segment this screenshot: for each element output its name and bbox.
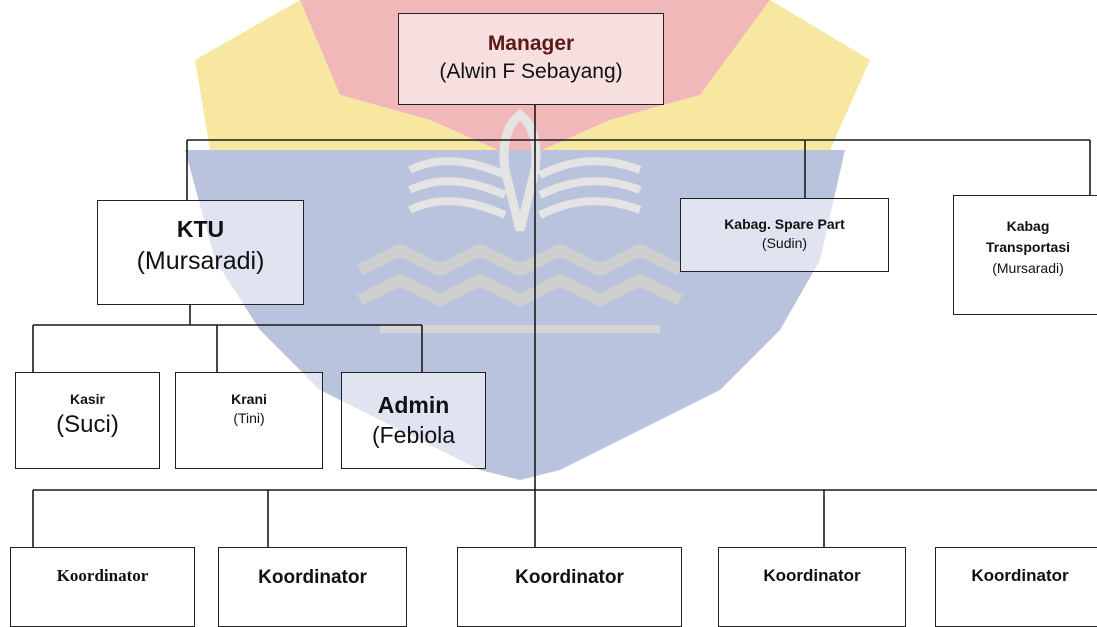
- krani-name: (Tini): [233, 410, 265, 426]
- manager-title: Manager: [487, 32, 575, 55]
- koordinator-box-4: Koordinator: [718, 547, 906, 627]
- transportasi-box: Kabag Transportasi (Mursaradi): [953, 195, 1097, 315]
- ktu-name: (Mursaradi): [136, 247, 265, 275]
- watermark-wave-icon: [357, 243, 683, 307]
- admin-title: Admin: [377, 392, 450, 418]
- koordinator-title-3: Koordinator: [515, 567, 624, 588]
- watermark-yellow-band: [195, 0, 870, 160]
- manager-name: (Alwin F Sebayang): [439, 60, 623, 83]
- koordinator-title-1: Koordinator: [56, 566, 149, 585]
- manager-box: Manager (Alwin F Sebayang): [398, 13, 664, 105]
- transportasi-title: Kabag Transportasi: [985, 218, 1071, 255]
- koordinator-box-2: Koordinator: [218, 547, 407, 627]
- ktu-title: KTU: [176, 216, 225, 242]
- watermark-base-line: [380, 325, 660, 333]
- koordinator-title-4: Koordinator: [763, 566, 861, 585]
- kasir-name: (Suci): [56, 411, 119, 438]
- koordinator-title-5: Koordinator: [971, 566, 1069, 585]
- transportasi-name: (Mursaradi): [992, 260, 1064, 276]
- spare-part-name: (Sudin): [761, 235, 808, 251]
- ktu-box: KTU (Mursaradi): [97, 200, 304, 305]
- koordinator-box-1: Koordinator: [10, 547, 195, 627]
- admin-box: Admin (Febiola: [341, 372, 486, 469]
- koordinator-box-5: Koordinator: [935, 547, 1097, 627]
- watermark-flame-icon: [499, 109, 541, 232]
- kasir-box: Kasir (Suci): [15, 372, 160, 469]
- spare-part-title: Kabag. Spare Part: [724, 216, 845, 232]
- watermark-book-icon: [408, 157, 642, 219]
- spare-part-box: Kabag. Spare Part (Sudin): [680, 198, 889, 272]
- koordinator-title-2: Koordinator: [258, 567, 367, 588]
- kasir-title: Kasir: [69, 391, 106, 407]
- koordinator-box-3: Koordinator: [457, 547, 682, 627]
- krani-title: Krani: [231, 391, 267, 407]
- krani-box: Krani (Tini): [175, 372, 323, 469]
- admin-name: (Febiola: [371, 422, 456, 448]
